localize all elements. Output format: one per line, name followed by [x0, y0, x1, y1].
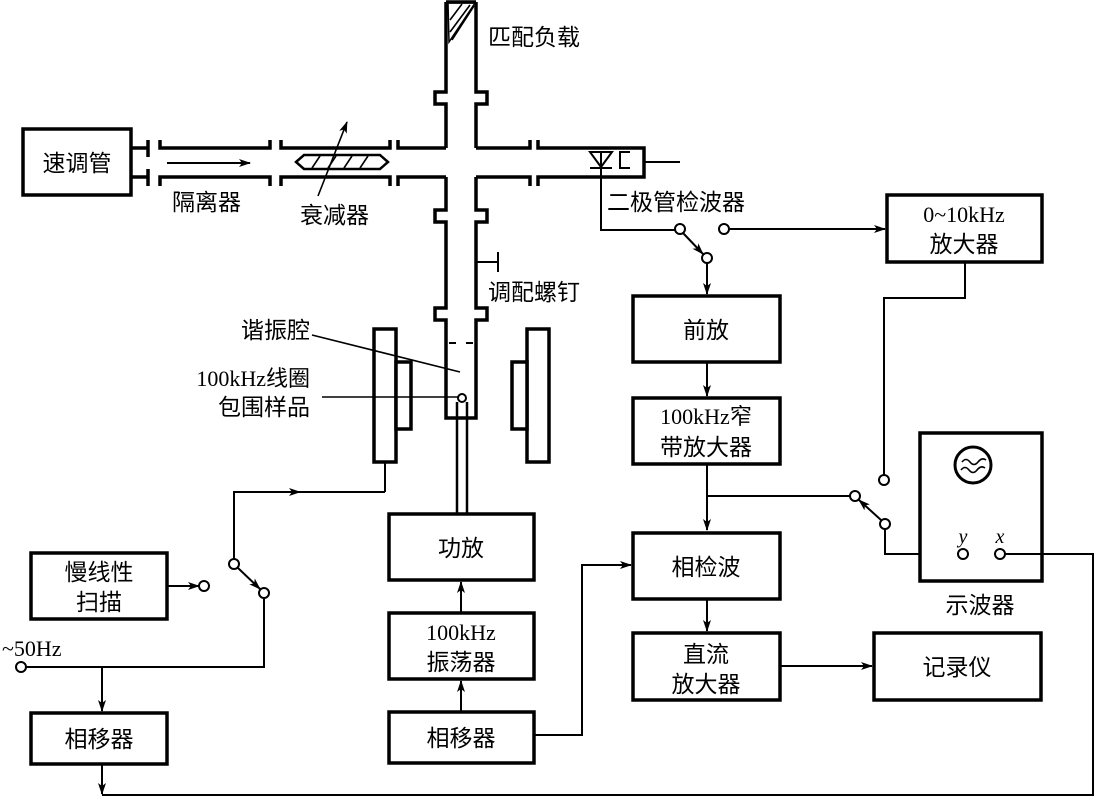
svg-text:记录仪: 记录仪 [923, 655, 992, 681]
mains-input-terminal[interactable] [15, 661, 27, 673]
recorder-block: 记录仪 [872, 631, 1043, 702]
switch-lever[interactable] [237, 567, 261, 590]
wire-switch-to-coil [233, 491, 300, 559]
isolator-label: 隔离器 [172, 190, 241, 216]
switch-terminal[interactable] [258, 587, 270, 599]
switch-terminal[interactable] [878, 474, 890, 486]
coil-feed-line [455, 402, 469, 515]
wire-amp10k-to-switch [883, 262, 966, 475]
slow-linear-scan-block: 慢线性 扫描 [29, 551, 169, 621]
phase-detector-block: 相检波 [631, 531, 782, 601]
svg-text:前放: 前放 [683, 318, 729, 344]
scope-y-input[interactable] [957, 548, 969, 560]
diode-detector-label: 二极管检波器 [607, 190, 745, 216]
amplifier-0-10khz-block: 0~10kHz 放大器 [885, 193, 1044, 264]
dc-amplifier-block: 直流 放大器 [631, 631, 782, 702]
horizontal-waveguide [131, 140, 646, 186]
switch-terminal[interactable] [198, 580, 210, 592]
cavity-leader-line [311, 334, 461, 373]
svg-text:100kHz窄: 100kHz窄 [660, 404, 752, 429]
svg-text:相检波: 相检波 [672, 555, 741, 581]
coil-label-line2: 包围样品 [218, 395, 310, 421]
svg-text:慢线性: 慢线性 [65, 560, 134, 586]
modulation-coil [457, 393, 467, 403]
switch-terminal[interactable] [849, 490, 861, 502]
attenuator-label: 衰减器 [300, 203, 369, 229]
switch-terminal[interactable] [228, 558, 240, 570]
phase-shifter-left-block: 相移器 [29, 711, 169, 766]
svg-text:直流: 直流 [683, 642, 729, 668]
diode-detector [588, 151, 680, 231]
switch-terminal[interactable] [674, 223, 686, 235]
svg-text:功放: 功放 [438, 536, 484, 562]
oscilloscope-label: 示波器 [946, 593, 1015, 619]
switch-terminal[interactable] [701, 252, 713, 264]
svg-text:y: y [957, 526, 968, 548]
power-amplifier-block: 功放 [387, 512, 536, 582]
svg-text:放大器: 放大器 [930, 232, 999, 258]
svg-text:x: x [995, 526, 1005, 548]
tuning-screw-label: 调配螺钉 [488, 280, 580, 306]
magnet-pole-left [372, 327, 413, 464]
vertical-waveguide [433, 0, 499, 420]
svg-text:100kHz: 100kHz [426, 620, 496, 645]
svg-text:振荡器: 振荡器 [427, 650, 496, 676]
svg-text:扫描: 扫描 [76, 590, 122, 616]
matched-load-label: 匹配负载 [488, 25, 580, 51]
phase-shifter-right-block: 相移器 [387, 710, 536, 765]
oscilloscope-block: y x [918, 431, 1044, 583]
klystron-label: 速调管 [43, 151, 112, 177]
svg-text:带放大器: 带放大器 [660, 435, 752, 461]
svg-text:0~10kHz: 0~10kHz [923, 202, 1005, 227]
wire-mains-to-switch [26, 598, 265, 668]
scope-x-input[interactable] [994, 548, 1006, 560]
magnet-pole-right [510, 327, 551, 464]
wire-scope-x-return [102, 553, 1094, 796]
variable-arrow-icon [317, 121, 348, 197]
switch-terminal[interactable] [879, 518, 891, 530]
coil-label-line1: 100kHz线圈 [196, 366, 310, 391]
klystron-block: 速调管 [21, 127, 133, 197]
narrowband-amplifier-block: 100kHz窄 带放大器 [631, 396, 782, 466]
svg-text:相移器: 相移器 [65, 727, 134, 753]
resonant-cavity-label: 谐振腔 [241, 318, 310, 344]
preamp-block: 前放 [631, 294, 782, 364]
attenuator-element [294, 121, 390, 197]
switch-lever[interactable] [858, 499, 882, 521]
switch-lever[interactable] [682, 232, 704, 255]
wire-reference-to-phase-detector [535, 561, 632, 736]
mains-50hz-label: ~50Hz [2, 636, 62, 661]
svg-text:放大器: 放大器 [672, 672, 741, 698]
svg-text:相移器: 相移器 [427, 726, 496, 752]
oscillator-100khz-block: 100kHz 振荡器 [387, 611, 536, 681]
switch-terminal[interactable] [718, 223, 730, 235]
